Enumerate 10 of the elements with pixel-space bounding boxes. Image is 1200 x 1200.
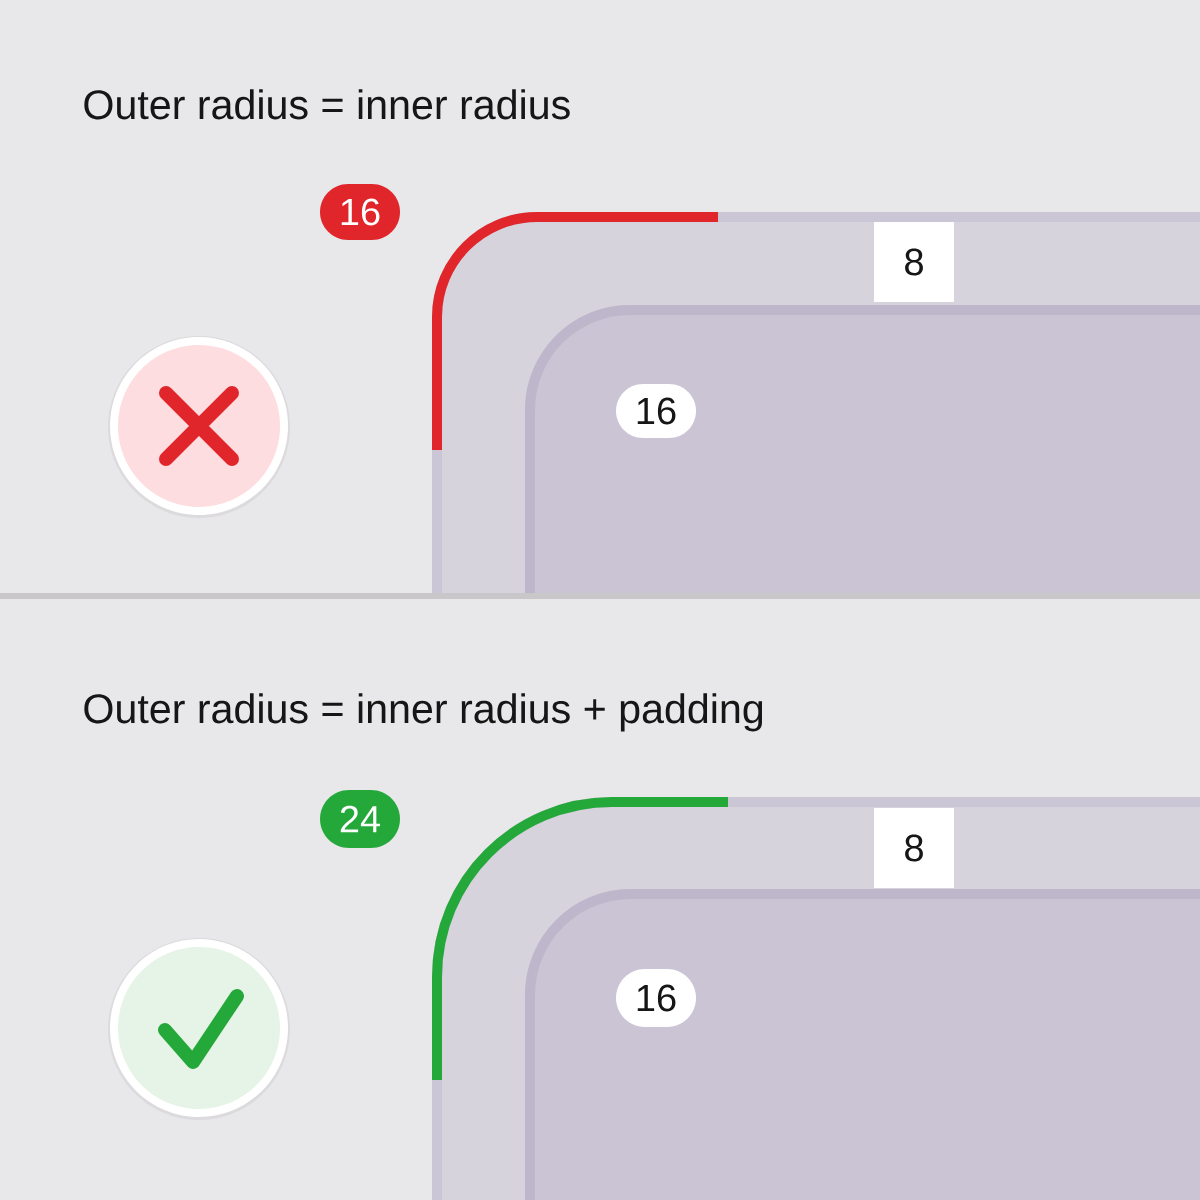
radius-badge: 16: [616, 384, 696, 438]
heading: Outer radius = inner radius + padding: [84, 693, 763, 732]
radius-badge: 16: [616, 969, 696, 1027]
radius-badge: 16: [320, 184, 400, 240]
padding-badge: 8: [874, 808, 954, 888]
heading: Outer radius = inner radius: [84, 89, 570, 120]
radius-badge: 24: [320, 790, 400, 848]
inner-box: [525, 305, 1200, 596]
inner-box: [525, 889, 1200, 1200]
padding-badge: 8: [874, 222, 954, 302]
